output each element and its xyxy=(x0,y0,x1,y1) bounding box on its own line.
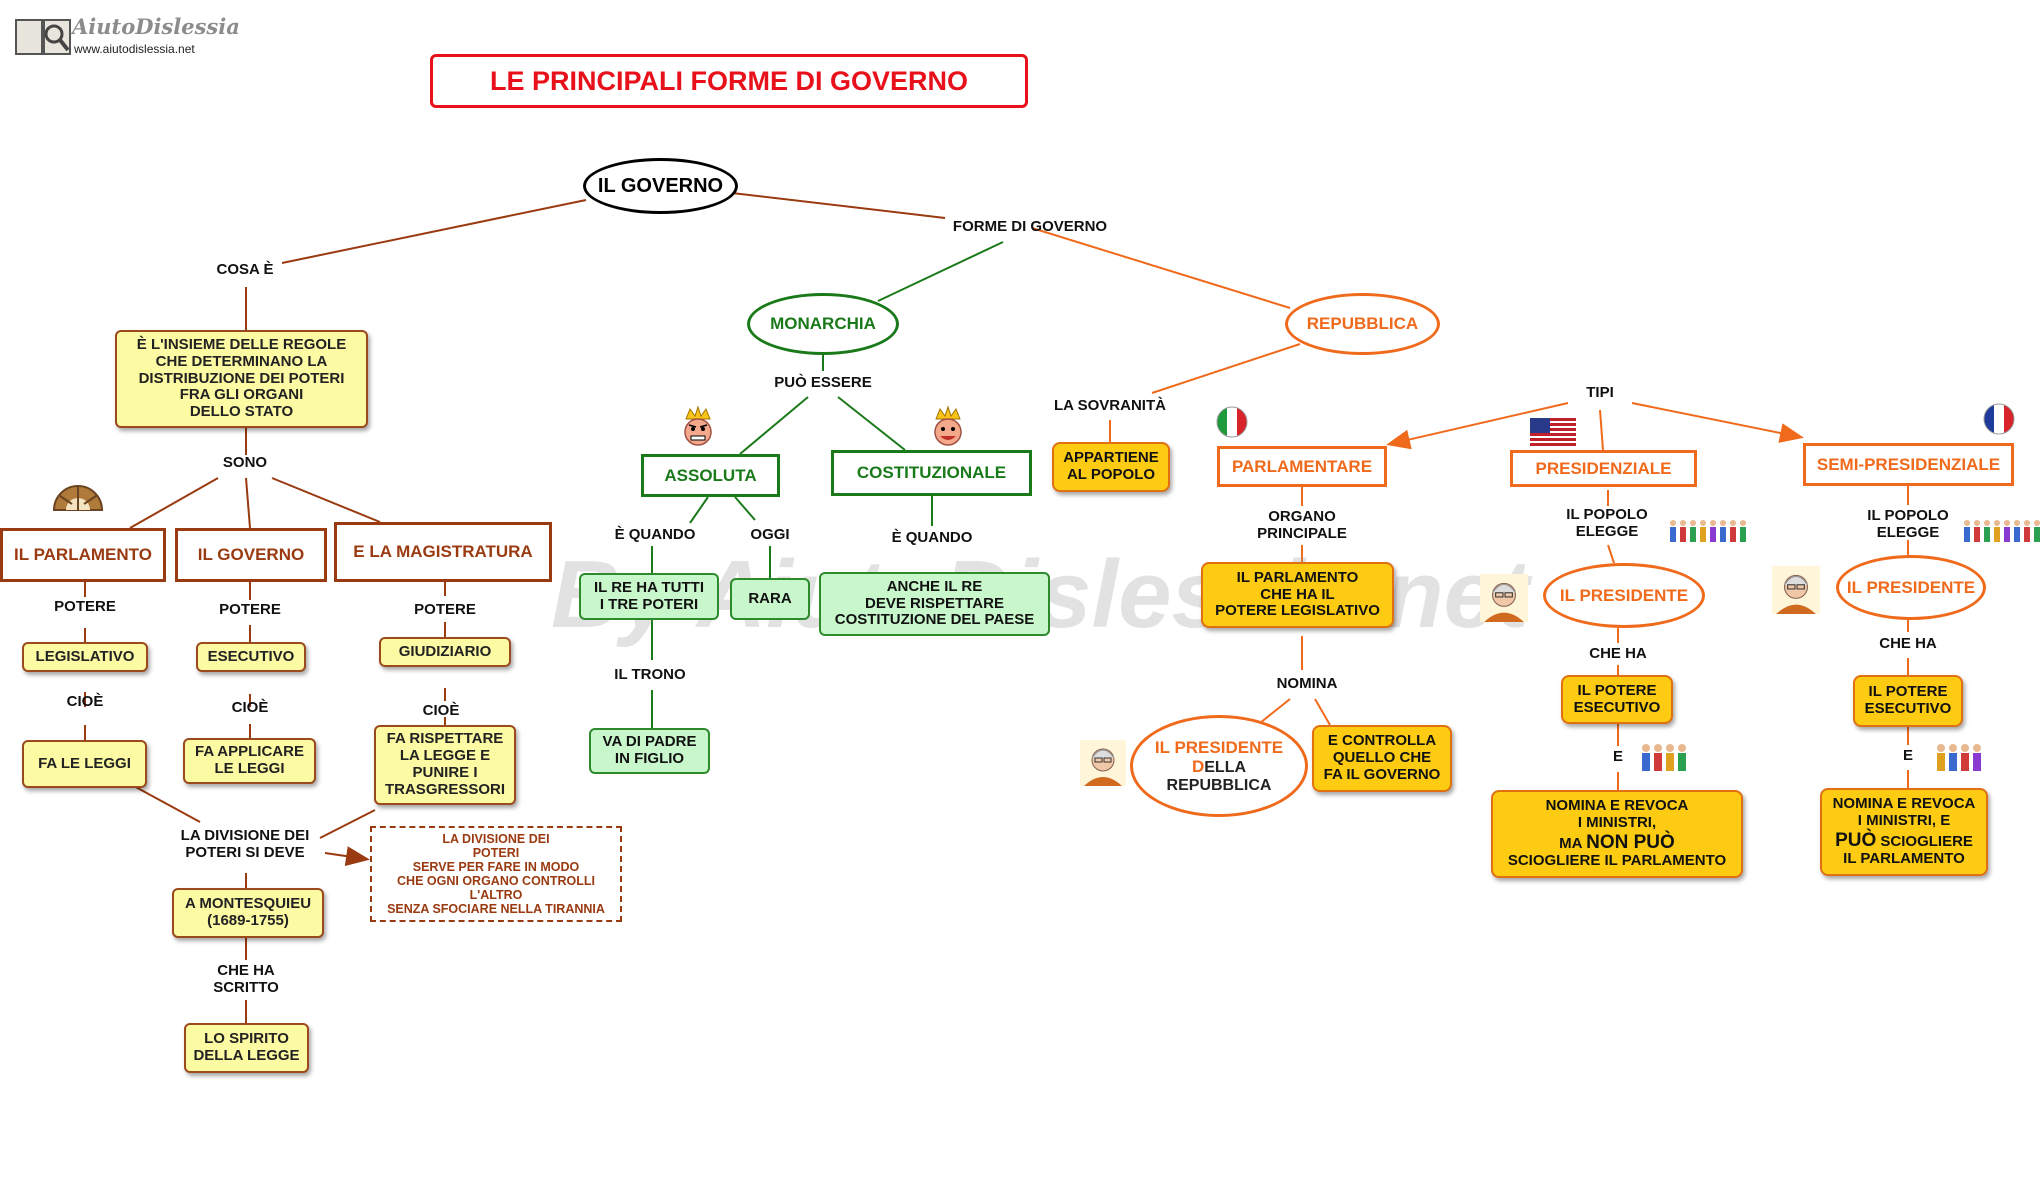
parlamento-node: IL PARLAMENTO xyxy=(0,528,166,582)
potere-esecutivo-box-2: IL POTERE ESECUTIVO xyxy=(1853,675,1963,727)
magistratura-node: E LA MAGISTRATURA xyxy=(334,522,552,582)
fa-applicare-box: FA APPLICARE LE LEGGI xyxy=(183,738,316,784)
popolo-elegge-label-2: IL POPOLO ELEGGE xyxy=(1867,507,1949,541)
king-smiling-icon xyxy=(928,405,968,447)
crowd-icon xyxy=(1668,518,1748,544)
presidente-node-2: IL PRESIDENTE xyxy=(1836,555,1986,620)
forme-governo-label: FORME DI GOVERNO xyxy=(952,217,1108,235)
assoluta-node: ASSOLUTA xyxy=(641,454,780,497)
tipi-label: TIPI xyxy=(1586,383,1614,401)
definizione-box: È L'INSIEME DELLE REGOLE CHE DETERMINANO… xyxy=(115,330,368,428)
crowd-icon xyxy=(1640,742,1690,772)
trono-label: IL TRONO xyxy=(614,665,686,683)
costituzionale-node: COSTITUZIONALE xyxy=(831,450,1032,496)
nomina-revoca-box-2: NOMINA E REVOCA I MINISTRI, E PUÒ SCIOGL… xyxy=(1820,788,1988,876)
potere-label-3: POTERE xyxy=(414,600,476,618)
che-ha-scritto-label: CHE HA SCRITTO xyxy=(213,962,279,996)
president-icon xyxy=(1480,574,1528,622)
appartiene-popolo-box: APPARTIENE AL POPOLO xyxy=(1052,442,1170,492)
logo-book-icon xyxy=(14,14,72,58)
potere-label-2: POTERE xyxy=(219,600,281,618)
presidente-repubblica-title: IL PRESIDENTE xyxy=(1154,737,1284,757)
nomina-revoca-1-line1: NOMINA E REVOCA I MINISTRI, xyxy=(1545,797,1689,831)
e-label-1: E xyxy=(1612,747,1623,765)
fa-leggi-box: FA LE LEGGI xyxy=(22,740,147,788)
crowd-icon xyxy=(1962,518,2042,544)
nomina-revoca-1-nonpuo: NON PUÒ xyxy=(1586,831,1675,853)
france-flag-icon xyxy=(1982,402,2016,436)
parlamentare-node: PARLAMENTARE xyxy=(1217,446,1387,487)
nomina-revoca-1-line3: SCIOGLIERE IL PARLAMENTO xyxy=(1507,852,1727,870)
presidenziale-node: PRESIDENZIALE xyxy=(1510,450,1697,487)
king-angry-icon xyxy=(678,405,718,447)
crowd-icon xyxy=(1935,742,1985,772)
sono-label: SONO xyxy=(222,453,268,471)
governo-root-node: IL GOVERNO xyxy=(583,158,738,214)
della-rest: ELLA xyxy=(1204,758,1247,776)
page-title: LE PRINCIPALI FORME DI GOVERNO xyxy=(430,54,1028,108)
logo-name: AiutoDislessia xyxy=(72,14,240,40)
della-initial: D xyxy=(1191,756,1205,776)
rara-box: RARA xyxy=(730,578,810,620)
nomina-revoca-2-puo: PUÒ xyxy=(1835,829,1877,851)
nomina-revoca-2-rest: SCIOGLIERE IL PARLAMENTO xyxy=(1843,832,1973,868)
cioe-label-2: CIOÈ xyxy=(231,698,269,716)
esecutivo-box: ESECUTIVO xyxy=(196,642,306,672)
nomina-revoca-2-line1: NOMINA E REVOCA I MINISTRI, E xyxy=(1832,795,1976,829)
usa-flag-icon xyxy=(1530,418,1576,448)
nota-divisione-box: LA DIVISIONE DEI POTERI SERVE PER FARE I… xyxy=(370,826,622,922)
che-ha-label-1: CHE HA xyxy=(1589,644,1647,662)
nomina-revoca-box-1: NOMINA E REVOCA I MINISTRI, MA NON PUÒ S… xyxy=(1491,790,1743,878)
potere-esecutivo-box-1: IL POTERE ESECUTIVO xyxy=(1561,675,1673,724)
nomina-label: NOMINA xyxy=(1276,674,1338,692)
popolo-elegge-label-1: IL POPOLO ELEGGE xyxy=(1566,506,1648,540)
controlla-governo-box: E CONTROLLA QUELLO CHE FA IL GOVERNO xyxy=(1312,725,1452,792)
presidente-node-1: IL PRESIDENTE xyxy=(1543,563,1705,628)
parliament-icon xyxy=(52,480,104,512)
che-ha-label-2: CHE HA xyxy=(1879,634,1937,652)
e-label-2: E xyxy=(1902,746,1913,764)
montesquieu-box: A MONTESQUIEU (1689-1755) xyxy=(172,888,324,938)
divisione-label: LA DIVISIONE DEI POTERI SI DEVE xyxy=(180,827,310,861)
puo-essere-label: PUÒ ESSERE xyxy=(774,373,872,391)
semipresidenziale-node: SEMI-PRESIDENZIALE xyxy=(1803,443,2014,486)
nomina-revoca-2-line2: PUÒ SCIOGLIERE IL PARLAMENTO xyxy=(1835,830,1973,868)
governo-node: IL GOVERNO xyxy=(175,528,327,582)
logo-url[interactable]: www.aiutodislessia.net xyxy=(74,42,195,57)
president-icon xyxy=(1772,566,1820,614)
italy-flag-icon xyxy=(1215,405,1249,439)
nomina-revoca-1-line2: MA NON PUÒ xyxy=(1559,832,1675,853)
e-quando-label-2: È QUANDO xyxy=(891,528,973,546)
monarchia-node: MONARCHIA xyxy=(747,293,899,355)
giudiziario-box: GIUDIZIARIO xyxy=(379,637,511,667)
e-quando-label-1: È QUANDO xyxy=(614,525,696,543)
cioe-label-3: CIOÈ xyxy=(422,701,460,719)
legislativo-box: LEGISLATIVO xyxy=(22,642,148,672)
president-icon xyxy=(1080,740,1126,786)
organo-principale-label: ORGANO PRINCIPALE xyxy=(1257,508,1347,542)
fa-rispettare-box: FA RISPETTARE LA LEGGE E PUNIRE I TRASGR… xyxy=(374,725,516,805)
re-rispettare-box: ANCHE IL RE DEVE RISPETTARE COSTITUZIONE… xyxy=(819,572,1050,636)
re-tutti-poteri-box: IL RE HA TUTTI I TRE POTERI xyxy=(579,573,719,620)
oggi-label: OGGI xyxy=(750,525,790,543)
spirito-legge-box: LO SPIRITO DELLA LEGGE xyxy=(184,1023,309,1073)
sovranita-label: LA SOVRANITÀ xyxy=(1054,396,1166,414)
parlamento-legislativo-box: IL PARLAMENTO CHE HA IL POTERE LEGISLATI… xyxy=(1201,562,1394,628)
cosa-e-label: COSA È xyxy=(216,260,274,278)
nomina-revoca-1-ma: MA xyxy=(1559,834,1587,852)
padre-figlio-box: VA DI PADRE IN FIGLIO xyxy=(589,728,710,774)
presidente-repubblica-della: DELLA xyxy=(1192,757,1246,777)
presidente-repubblica-rep: REPUBBLICA xyxy=(1166,776,1272,794)
cioe-label-1: CIOÈ xyxy=(66,692,104,710)
presidente-repubblica-node: IL PRESIDENTE DELLA REPUBBLICA xyxy=(1130,715,1308,817)
repubblica-node: REPUBBLICA xyxy=(1285,293,1440,355)
potere-label-1: POTERE xyxy=(54,597,116,615)
